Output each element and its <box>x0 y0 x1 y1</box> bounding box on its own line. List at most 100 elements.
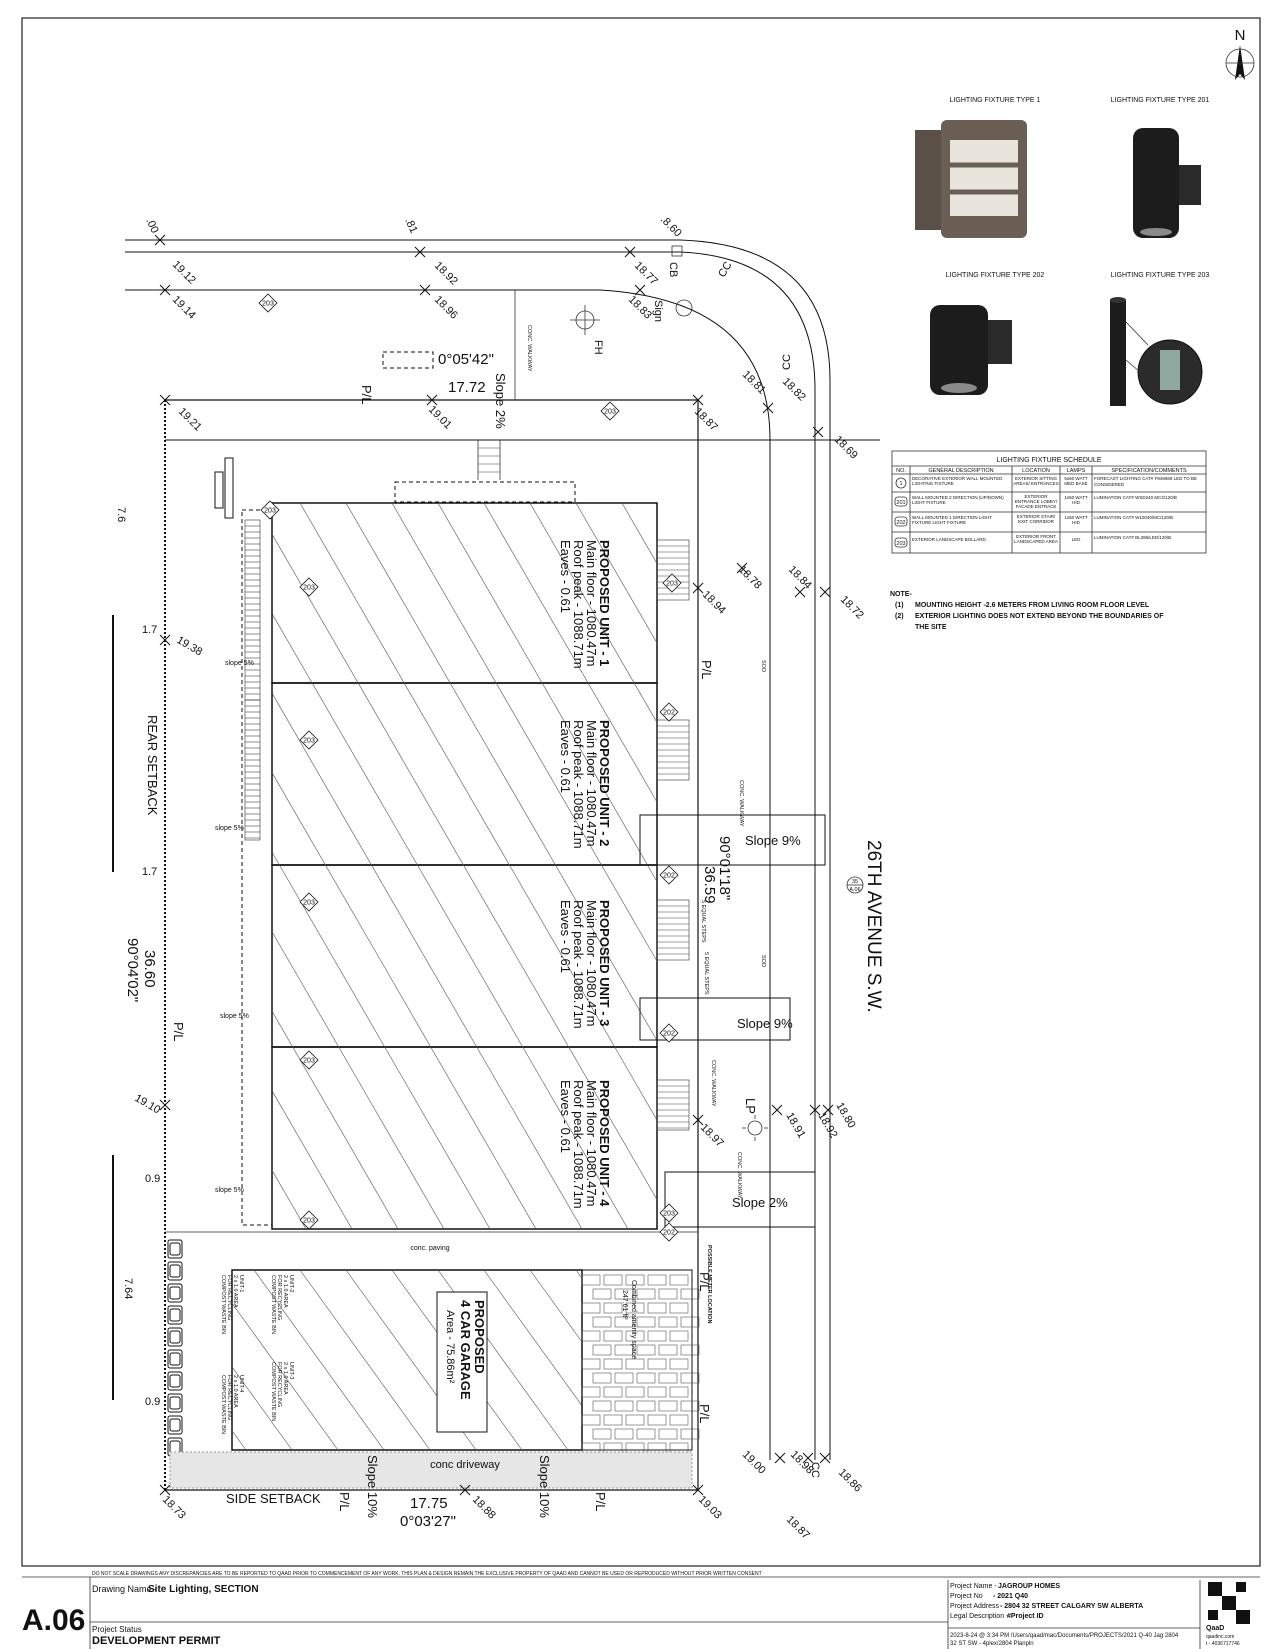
dimension-label: 0.9 <box>145 1396 160 1408</box>
slope-label: Slope 9% <box>745 833 801 848</box>
fixture-tag: 202 <box>659 1023 679 1043</box>
walkway-1 <box>639 814 826 866</box>
section-ref: A.06 <box>849 887 860 893</box>
project-status-label: Project Status <box>92 1625 142 1634</box>
elevation: 18.91 <box>783 1111 807 1141</box>
elevation: 19.00 <box>740 1449 768 1477</box>
fixture-tag-label: 203 <box>663 1211 675 1218</box>
unit-roof-peak: Roof peak - 1088.71m <box>571 1080 586 1209</box>
notes: NOTE- (1) MOUNTING HEIGHT -2.6 METERS FR… <box>890 591 1164 631</box>
fixture-tag-label: 202 <box>663 1031 675 1038</box>
schedule-cell: 1 <box>899 481 902 487</box>
pl-label: P/L <box>699 660 714 680</box>
pl-label: P/L <box>359 385 374 405</box>
unit-1-label: PROPOSED UNIT - 1 Main floor - 1080.47m … <box>558 540 612 669</box>
lighting-fixture-schedule: LIGHTING FIXTURE SCHEDULE NO. GENERAL DE… <box>891 450 1207 554</box>
svg-text:35: 35 <box>852 879 858 885</box>
logo-subtext: qaadinc.com <box>1206 1634 1234 1640</box>
fixture-type-202-label: LIGHTING FIXTURE TYPE 202 <box>946 272 1045 279</box>
slope-label: Slope 10% <box>537 1455 552 1518</box>
elevation: 18.80 <box>833 1101 857 1131</box>
bollard-icon <box>1110 300 1126 406</box>
amenity-text: Combined amenity space <box>630 1280 637 1359</box>
elevation: 18.94 <box>700 589 728 617</box>
walkway-label: CONC. WALKWAY <box>526 325 532 372</box>
phone: t - 4036717746 <box>1206 1641 1240 1647</box>
legal-description: #Project ID <box>1007 1613 1044 1620</box>
schedule-cell: WALL MOUNTED 2 DIRECTION (UP/DOWN) LIGHT… <box>912 495 1004 505</box>
fixture-type-201: LIGHTING FIXTURE TYPE 201 <box>1111 97 1209 238</box>
garage-area: Area - 75.86m² <box>444 1310 456 1384</box>
side-setback-label: SIDE SETBACK <box>226 1491 321 1506</box>
fixture-tag: 203 <box>299 892 319 912</box>
pl-label: P/L <box>337 1492 352 1512</box>
elevation: 19.38 <box>175 634 205 658</box>
sheet-border <box>21 17 1261 1567</box>
garage-type: 4 CAR GARAGE <box>458 1300 473 1400</box>
cc-label: CC <box>781 354 793 370</box>
unit-roof-peak: Roof peak - 1088.71m <box>571 720 586 849</box>
elevation: 19.12 <box>170 259 198 287</box>
angle-label: 90°01'18" <box>716 836 733 900</box>
fixture-tag-label: 202 <box>663 1230 675 1237</box>
pl-label: P/L <box>697 1404 712 1424</box>
bin-label: 2 x 1.0 AREA <box>282 1362 288 1395</box>
bin-label: 2 x 1.0 AREA <box>232 1375 238 1408</box>
walkway-label: CONC. WALKWAY <box>736 1152 742 1199</box>
project-no: - 2021 Q40 <box>993 1593 1028 1600</box>
elevation: 19.21 <box>176 406 204 434</box>
fixture-tag: 203 <box>260 500 280 520</box>
schedule-cell: EXTERIOR ENTRANCE LOBBY/ FACADE ENTRACE <box>1014 494 1058 509</box>
unit-roof-peak: Roof peak - 1088.71m <box>571 900 586 1029</box>
schedule-cell: EXTERIOR FRONT LANDSCAPED AREA <box>1014 534 1058 544</box>
elevation: 19.03 <box>696 1494 724 1522</box>
elevation: 18.82 <box>780 376 808 404</box>
dimension-label: 7.64 <box>122 1278 134 1299</box>
angle-label: 0°05'42" <box>438 351 494 368</box>
walkway-2 <box>639 997 791 1041</box>
cb-label: CB <box>667 262 679 277</box>
garage-title: PROPOSED <box>472 1300 487 1374</box>
cylinder-light-icon <box>1133 128 1179 238</box>
elevation: 18.92 <box>432 260 460 288</box>
title-block: DO NOT SCALE DRAWINGS ANY DISCREPANCIES … <box>22 1571 1260 1649</box>
downlight-icon <box>930 305 988 395</box>
fixture-tag-label: 203 <box>604 409 616 416</box>
elevation: .8.60 <box>658 214 684 240</box>
schedule-header: GENERAL DESCRIPTION <box>928 468 993 474</box>
fixture-tag: 203 <box>659 1203 679 1223</box>
unit-blocks <box>241 502 690 1230</box>
fixture-tag: 203 <box>600 401 620 421</box>
unit-eaves: Eaves - 0.61 <box>558 1080 573 1153</box>
qaad-logo-icon <box>1208 1582 1250 1624</box>
schedule-cell: DECORATIVE EXTERIOR WALL MOUNTED LIGHTIN… <box>912 476 1003 486</box>
schedule-cell: 202 <box>896 520 905 526</box>
cc-label: CC <box>716 260 734 280</box>
meter-note: POSSIBLE METER LOCATION <box>706 1245 712 1323</box>
angle-label: 90°04'02" <box>124 938 141 1002</box>
schedule-header: LAMPS <box>1067 468 1086 474</box>
elevation: .00 <box>143 216 160 235</box>
elevation: 18.72 <box>838 594 866 622</box>
slope-label: Slope 10% <box>365 1455 380 1518</box>
dimension-label: 7.6 <box>115 507 127 522</box>
elevation: 19.10 <box>133 1092 163 1116</box>
disclaimer: DO NOT SCALE DRAWINGS ANY DISCREPANCIES … <box>92 1571 762 1577</box>
bin-label: 2 x 1.0 AREA <box>232 1275 238 1308</box>
sign-label: Sign <box>652 300 664 322</box>
amenity-value: 247.61 ft² <box>621 1290 628 1320</box>
bin-label: COMPOST WASTE BIN <box>220 1375 226 1434</box>
bin-label: FOR RECYCLING <box>226 1375 232 1420</box>
section-marker: 35 A.06 <box>846 876 864 894</box>
sign-icon <box>675 299 693 317</box>
fixture-type-1: LIGHTING FIXTURE TYPE 1 <box>915 97 1041 238</box>
fixture-tag-label: 203 <box>262 301 274 308</box>
dimension-label: 36.59 <box>701 866 718 904</box>
rear-setback-label: REAR SETBACK <box>145 715 160 816</box>
slope-label: Slope 2% <box>732 1195 788 1210</box>
north-label: N <box>1235 27 1246 44</box>
schedule-cell: WALL MOUNTED 1 DIRECTION LIGHT FIXTURE L… <box>912 515 993 525</box>
dimension-label: 17.75 <box>410 1495 448 1512</box>
schedule-cell: FORECAST LIGHTING CAT# F849669 LED TO BE… <box>1094 476 1197 487</box>
